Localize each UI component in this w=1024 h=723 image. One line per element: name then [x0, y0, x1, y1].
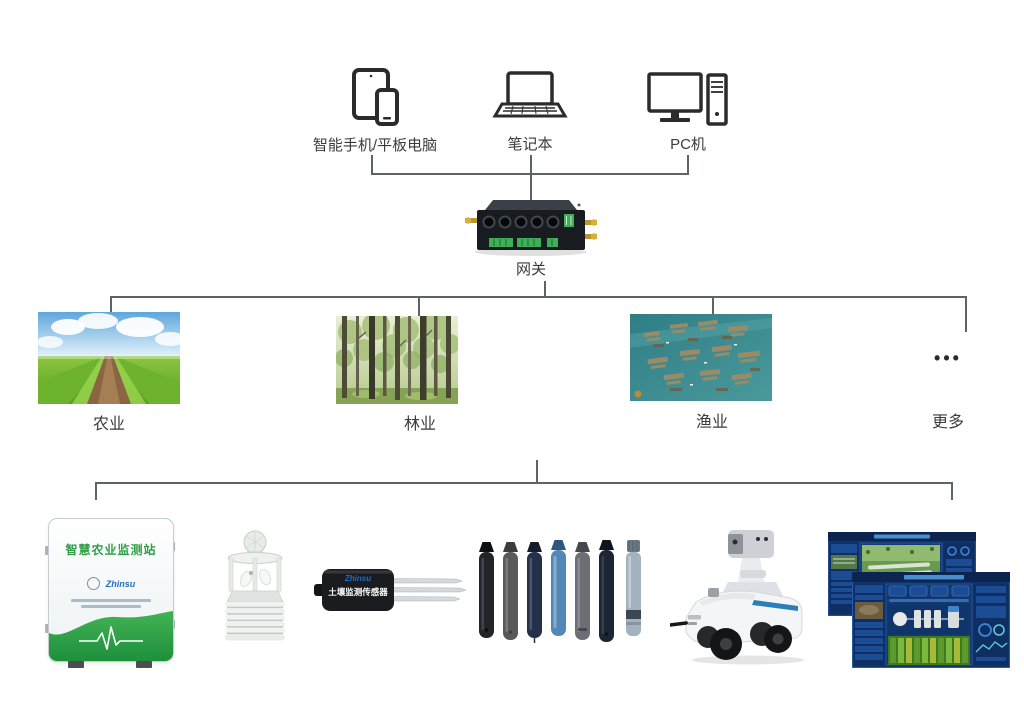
- station-device: 智慧农业监测站 Zhinsu: [45, 516, 175, 668]
- device-laptop: 笔记本: [455, 70, 605, 154]
- connector-line: [95, 482, 953, 484]
- soil-sensor-label: 土壤监测传感器: [328, 587, 388, 597]
- tablet-phone-icon: [352, 68, 399, 126]
- station-green-wave: [49, 611, 173, 661]
- station-foot: [136, 661, 152, 668]
- connector-line: [95, 482, 97, 500]
- station-foot: [68, 661, 84, 668]
- connector-line: [371, 173, 689, 175]
- patrol-robot-device: [670, 530, 804, 665]
- connector-line: [965, 296, 967, 332]
- dashboard-screen-front: [852, 572, 1010, 668]
- soil-sensor-body: [314, 569, 467, 611]
- station-hinge: [45, 546, 50, 555]
- more-ellipsis: •••: [934, 348, 962, 368]
- laptop-label: 笔记本: [507, 136, 553, 153]
- smartphone-tablet-label: 智能手机/平板电脑: [312, 137, 438, 154]
- station-logo-row: Zhinsu: [49, 577, 173, 590]
- laptop-icon: [492, 71, 568, 118]
- desktop-pc-icon: [647, 72, 728, 126]
- gateway-label: 网关: [515, 261, 546, 278]
- station-fine-print: [81, 605, 141, 608]
- fishery-photo: [630, 314, 772, 401]
- connector-line: [110, 296, 112, 313]
- connector-line: [712, 296, 714, 315]
- sector-label-forestry: 林业: [403, 416, 436, 433]
- sector-label-agriculture: 农业: [92, 416, 125, 433]
- connector-line: [687, 155, 689, 174]
- connector-line: [418, 296, 420, 317]
- device-pc: PC机: [613, 70, 763, 154]
- station-title: 智慧农业监测站: [65, 543, 157, 557]
- connector-line: [544, 281, 546, 297]
- soil-sensor-brand-logo: Zhinsu: [344, 574, 372, 583]
- forest-photo: [336, 316, 458, 404]
- device-smartphone-tablet: 智能手机/平板电脑: [300, 66, 450, 155]
- station-hinge: [45, 624, 50, 633]
- connector-line: [110, 296, 967, 298]
- connector-line: [371, 155, 373, 174]
- station-fine-print: [71, 599, 151, 602]
- connector-line: [951, 482, 953, 500]
- station-logo-icon: [86, 577, 100, 590]
- water-probes-device: [479, 540, 641, 643]
- connector-line: [530, 155, 532, 200]
- sector-label-more: 更多: [931, 414, 964, 431]
- station-brand-logo: Zhinsu: [105, 578, 136, 589]
- connector-line: [536, 460, 538, 484]
- gateway-device: [465, 200, 597, 256]
- sector-label-fishery: 渔业: [695, 414, 728, 431]
- dashboard-screens-device: [828, 526, 1010, 670]
- weather-sensor-device: [225, 530, 285, 641]
- soil-sensor-device: Zhinsu 土壤监测传感器: [314, 562, 467, 618]
- farm-photo: [38, 312, 180, 404]
- pc-label: PC机: [670, 136, 706, 153]
- station-enclosure: 智慧农业监测站 Zhinsu: [48, 518, 174, 662]
